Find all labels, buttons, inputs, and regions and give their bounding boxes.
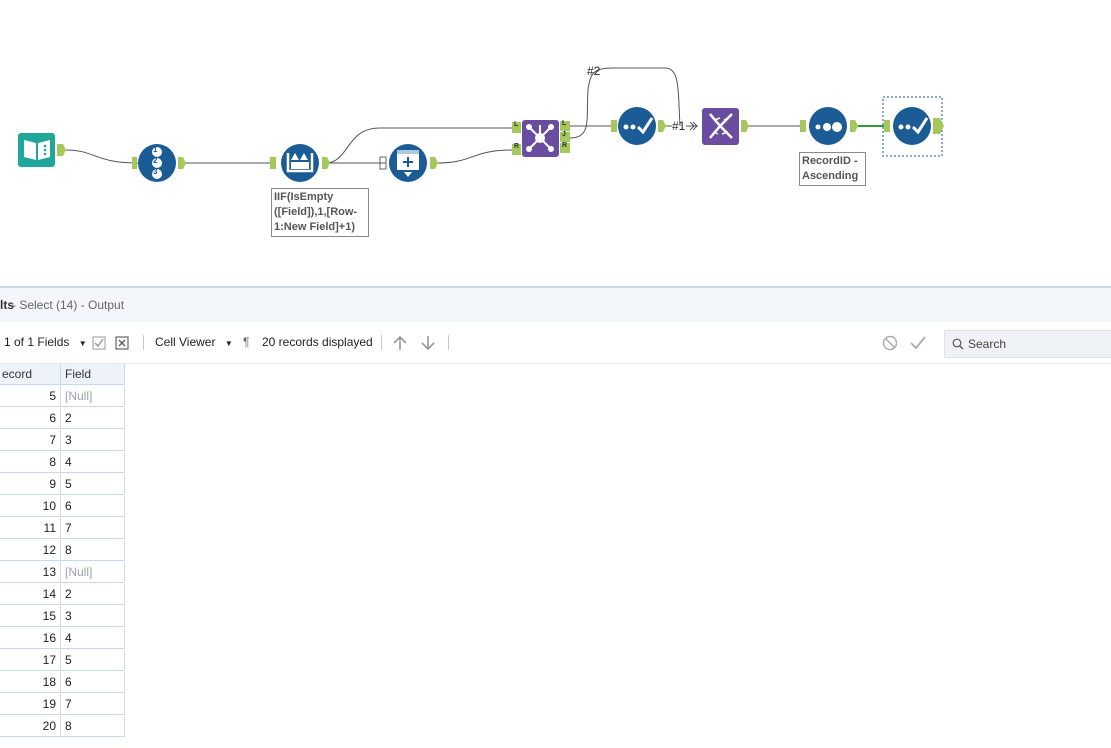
pilcrow-icon[interactable]: ¶ — [243, 335, 250, 349]
field-cell[interactable]: 5 — [61, 474, 125, 495]
record-cell[interactable]: 17 — [0, 650, 61, 671]
field-cell[interactable]: 8 — [61, 540, 125, 561]
formula-annotation-line-1: IIF(IsEmpty — [274, 191, 334, 203]
field-cell[interactable]: 2 — [61, 408, 125, 429]
results-toolbar: 1 of 1 Fields ▼ Cell Viewer ▼ ¶ 20 recor… — [0, 322, 1111, 364]
record-cell[interactable]: 12 — [0, 540, 61, 561]
recordid-digit-3: 3 — [153, 167, 158, 176]
wire-join-loop — [569, 67, 681, 139]
wire-append-join-right — [435, 149, 515, 164]
multi-row-formula-tool[interactable] — [702, 108, 749, 145]
wire-chevrons — [689, 121, 698, 131]
cancel-icon[interactable] — [882, 322, 898, 363]
sort-annotation-line-1: RecordID - — [802, 155, 858, 167]
toolbar-divider — [381, 335, 382, 350]
wire-label-2: #2 — [587, 64, 601, 78]
column-header-record[interactable]: ecord — [0, 364, 61, 385]
connection-wires — [18, 67, 944, 182]
recordid-digit-2: 2 — [153, 156, 158, 165]
search-icon — [952, 338, 964, 350]
formula-annotation[interactable]: IIF(IsEmpty ([Field]),1,[Row- 1:New Fiel… — [271, 188, 369, 237]
formula-annotation-line-3: 1:New Field]+1) — [274, 221, 355, 233]
join-tool[interactable] — [512, 120, 570, 157]
join-j-anchor: J — [562, 131, 566, 138]
wire-input-recordid — [65, 149, 139, 164]
field-cell[interactable]: 7 — [61, 694, 125, 715]
record-cell[interactable]: 10 — [0, 496, 61, 517]
toolbar-divider — [448, 335, 449, 350]
sort-annotation[interactable]: RecordID - Ascending — [799, 152, 866, 186]
field-cell[interactable]: 3 — [61, 606, 125, 627]
field-cell[interactable]: 4 — [61, 628, 125, 649]
arrow-down-icon[interactable] — [419, 322, 437, 363]
join-right-anchor-in: R — [514, 143, 520, 150]
results-subtitle: - Select (14) - Output — [12, 298, 125, 312]
results-panel-header: lts - Select (14) - Output — [0, 286, 1111, 324]
field-cell[interactable]: [Null] — [61, 562, 125, 583]
record-cell[interactable]: 6 — [0, 408, 61, 429]
column-header-field[interactable]: Field — [61, 364, 125, 385]
record-cell[interactable]: 16 — [0, 628, 61, 649]
formula-tool[interactable] — [270, 144, 330, 182]
join-left-anchor: L — [514, 121, 519, 128]
field-cell[interactable]: 6 — [61, 496, 125, 517]
check-icon[interactable] — [909, 322, 927, 363]
search-input[interactable]: Search — [944, 330, 1111, 358]
wire-formula-join-left — [324, 127, 514, 164]
cell-viewer-dropdown[interactable]: Cell Viewer ▼ — [155, 322, 233, 363]
record-cell[interactable]: 8 — [0, 452, 61, 473]
chevron-down-icon: ▼ — [78, 339, 87, 348]
wire-label-1: #1 — [672, 119, 686, 133]
arrow-up-icon[interactable] — [391, 322, 409, 363]
field-cell[interactable]: 4 — [61, 452, 125, 473]
record-cell[interactable]: 7 — [0, 430, 61, 451]
record-cell[interactable]: 9 — [0, 474, 61, 495]
field-cell[interactable]: 2 — [61, 584, 125, 605]
workflow-canvas[interactable]: 1 2 3 L R L J R #2 #1 IIF(IsEmpty ([Fiel… — [0, 0, 1111, 286]
select-tool-14[interactable] — [882, 96, 944, 157]
fields-dropdown-label: 1 of 1 Fields — [4, 335, 70, 349]
record-cell[interactable]: 15 — [0, 606, 61, 627]
field-cell[interactable]: 5 — [61, 650, 125, 671]
record-id-tool[interactable] — [132, 144, 186, 182]
record-cell[interactable]: 11 — [0, 518, 61, 539]
recordid-digit-1: 1 — [153, 145, 158, 154]
record-cell[interactable]: 14 — [0, 584, 61, 605]
record-cell[interactable]: 19 — [0, 694, 61, 715]
record-cell[interactable]: 5 — [0, 386, 61, 407]
deselect-all-icon[interactable] — [115, 322, 129, 363]
field-cell[interactable]: 8 — [61, 716, 125, 737]
search-placeholder: Search — [968, 337, 1007, 351]
cell-viewer-label: Cell Viewer — [155, 335, 216, 349]
record-cell[interactable]: 18 — [0, 672, 61, 693]
join-right-anchor-out: R — [562, 142, 568, 149]
records-count-label: 20 records displayed — [262, 335, 373, 349]
field-cell[interactable]: [Null] — [61, 386, 125, 407]
field-cell[interactable]: 6 — [61, 672, 125, 693]
results-title: lts — [0, 298, 15, 312]
record-cell[interactable]: 13 — [0, 562, 61, 583]
select-all-icon[interactable] — [92, 322, 106, 363]
field-cell[interactable]: 3 — [61, 430, 125, 451]
sort-annotation-line-2: Ascending — [802, 170, 859, 182]
field-cell[interactable]: 7 — [61, 518, 125, 539]
toolbar-divider — [143, 335, 144, 350]
sort-tool[interactable] — [800, 107, 858, 145]
input-data-tool[interactable] — [18, 133, 66, 167]
append-fields-tool[interactable] — [379, 144, 438, 182]
fields-dropdown[interactable]: 1 of 1 Fields ▼ — [4, 322, 87, 363]
chevron-down-icon: ▼ — [224, 339, 233, 348]
join-left-anchor-out: L — [562, 120, 567, 127]
record-cell[interactable]: 20 — [0, 716, 61, 737]
select-tool-1[interactable] — [611, 107, 666, 145]
formula-annotation-line-2: ([Field]),1,[Row- — [274, 206, 358, 218]
